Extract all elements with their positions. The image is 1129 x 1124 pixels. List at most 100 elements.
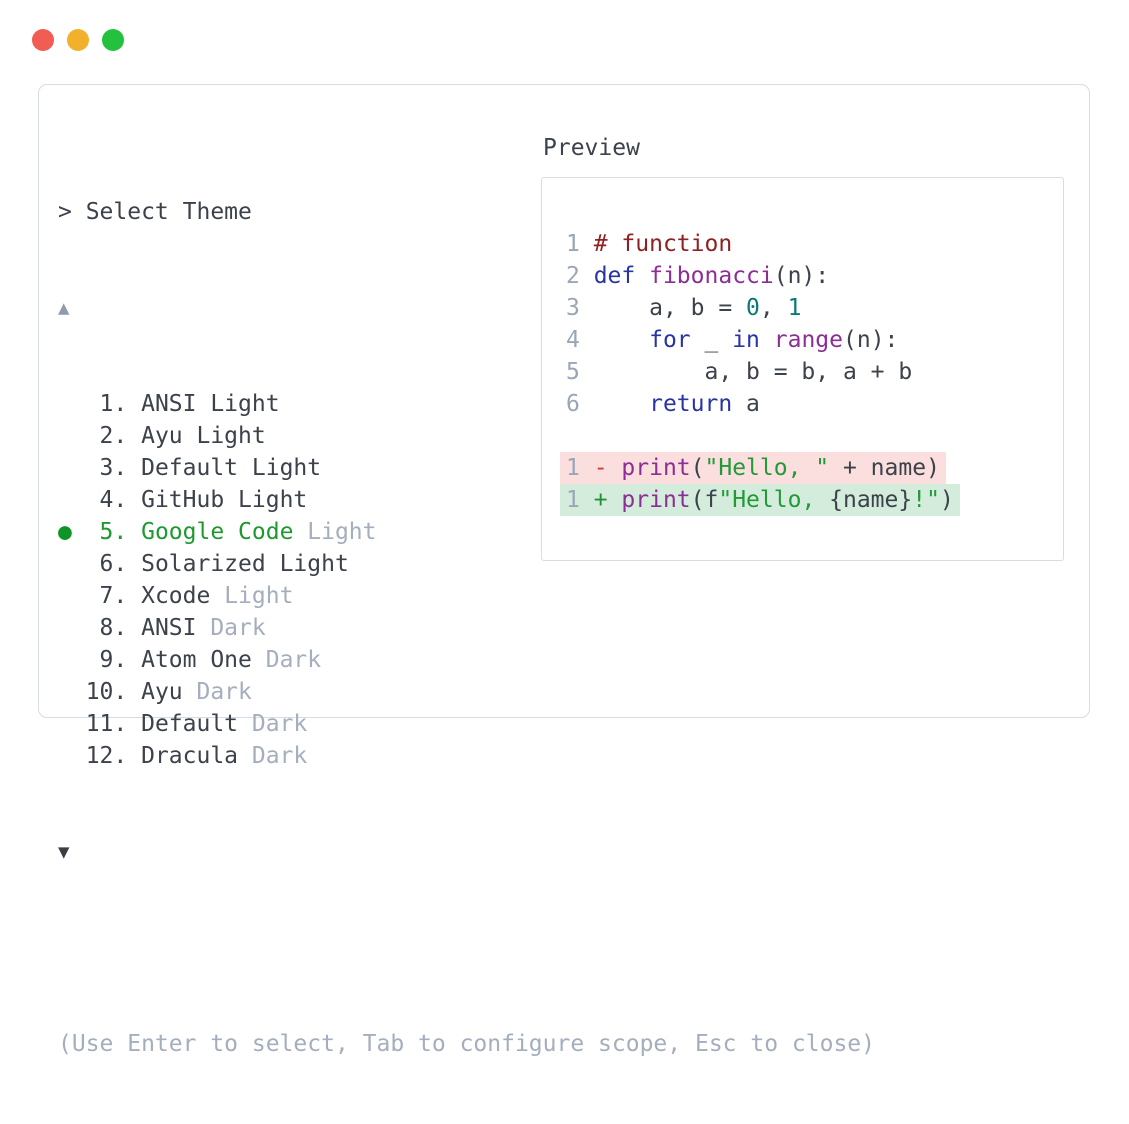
code-token-plain: + name) [829,455,940,481]
theme-name: Solarized Light [141,551,349,577]
bullet-spacer [58,487,86,513]
diff-added-line: 1 + print(f"Hello, {name}!") [542,484,1063,516]
bullet-spacer [58,551,86,577]
code-token-plain: (f [690,487,719,513]
theme-number: 1. [85,391,142,417]
code-line-4: 4 for _ in range(n): [542,324,1063,356]
close-button[interactable] [32,29,54,51]
theme-item-9[interactable]: 9. Atom One Dark [58,644,875,676]
line-number: 1 [566,455,594,481]
code-line-blank-6 [542,420,1063,452]
line-number [566,423,594,449]
code-line-1: 1 # function [542,228,1063,260]
theme-picker-dialog: > Select Theme ▲ 1. ANSI Light 2. Ayu Li… [38,84,1090,1057]
code-token-number: 1 [787,295,802,321]
line-number: 3 [566,295,594,321]
theme-number: 11. [85,711,142,737]
code-line-5: 5 a, b = b, a + b [542,356,1063,388]
code-token-func: print [621,487,691,513]
theme-item-3[interactable]: 3. Default Light [58,452,875,484]
theme-number: 3. [85,455,142,481]
code-token-plain: a [732,391,760,417]
theme-name: Ayu [141,679,183,705]
theme-number: 7. [85,583,142,609]
code-line-3: 3 a, b = 0, 1 [542,292,1063,324]
zoom-button[interactable] [102,29,124,51]
theme-name: Dracula [141,743,239,769]
theme-item-2[interactable]: 2. Ayu Light [58,420,875,452]
scroll-up-icon[interactable]: ▲ [58,297,70,319]
code-token-plain: a, b = b, a + b [593,359,913,385]
code-token-string: !" [912,487,940,513]
code-token-keyword: in [732,327,760,353]
preview-label: Preview [543,135,640,161]
theme-item-11[interactable]: 11. Default Dark [58,708,875,740]
code-token-plus: + [593,487,622,513]
theme-name: Xcode [141,583,211,609]
bullet-spacer [58,743,86,769]
line-number: 5 [566,359,594,385]
bullet-spacer [58,615,86,641]
theme-item-12[interactable]: 12. Dracula Dark [58,740,875,772]
line-number: 1 [566,487,594,513]
theme-name: Ayu Light [141,423,266,449]
theme-number: 6. [85,551,142,577]
theme-name: Google Code [141,519,294,545]
theme-mode-suffix: Light [210,583,294,609]
theme-name: Atom One [141,647,252,673]
code-line-6: 6 return a [542,388,1063,420]
theme-number: 5. [85,519,142,545]
theme-item-10[interactable]: 10. Ayu Dark [58,676,875,708]
bullet-spacer [58,423,86,449]
bullet-spacer [58,679,86,705]
theme-mode-suffix: Dark [182,679,252,705]
code-token-string: "Hello, " [704,455,830,481]
code-token-minus: - [593,455,622,481]
theme-item-5[interactable]: ● 5. Google Code Light [58,516,875,548]
code-token-plain [760,327,774,353]
code-token-plain [594,391,649,417]
spacer-line [58,932,875,964]
selected-bullet-icon: ● [58,519,86,545]
footer-hint: (Use Enter to select, Tab to configure s… [58,1031,875,1057]
code-token-func: print [621,455,691,481]
theme-name: Default [141,711,239,737]
code-token-comment: # function [593,231,733,257]
theme-item-7[interactable]: 7. Xcode Light [58,580,875,612]
bullet-spacer [58,391,86,417]
theme-item-1[interactable]: 1. ANSI Light [58,388,875,420]
code-token-plain: (n): [773,263,830,289]
theme-mode-suffix: Dark [251,647,322,673]
code-token-number: 0 [746,295,760,321]
code-token-keyword: for [649,327,691,353]
bullet-spacer [58,583,86,609]
theme-mode-suffix: Dark [196,615,266,641]
theme-mode-suffix: Light [293,519,377,545]
code-token-plain [594,327,649,353]
theme-item-4[interactable]: 4. GitHub Light [58,484,875,516]
theme-number: 9. [85,647,142,673]
minimize-button[interactable] [67,29,89,51]
theme-item-8[interactable]: 8. ANSI Dark [58,612,875,644]
theme-number: 10. [85,679,142,705]
line-number: 2 [566,263,594,289]
code-token-plain: _ [690,327,733,353]
bullet-spacer [58,647,86,673]
code-token-plain: a, b = [593,295,747,321]
prompt-label: > Select Theme [58,199,252,225]
code-line-2: 2 def fibonacci(n): [542,260,1063,292]
code-token-plain: , [759,295,788,321]
theme-name: ANSI Light [141,391,280,417]
theme-item-6[interactable]: 6. Solarized Light [58,548,875,580]
theme-mode-suffix: Dark [238,743,308,769]
code-token-plain: {name} [829,487,913,513]
line-number: 1 [566,231,594,257]
code-token-plain: ) [939,487,954,513]
line-number: 4 [566,327,594,353]
scroll-down-icon[interactable]: ▼ [58,841,70,863]
code-token-plain [635,263,649,289]
bullet-spacer [58,455,86,481]
theme-name: Default Light [141,455,322,481]
